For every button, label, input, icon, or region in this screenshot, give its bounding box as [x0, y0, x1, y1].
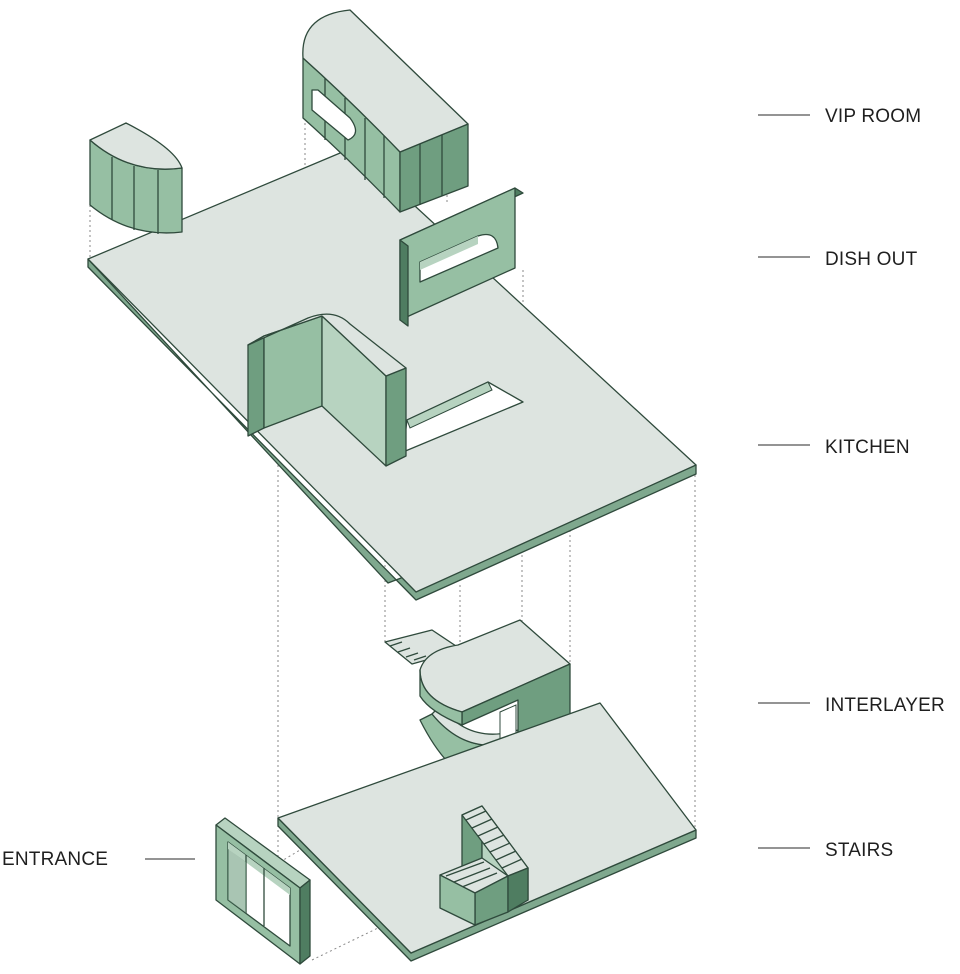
label-entrance: ENTRANCE [2, 849, 108, 870]
kitchen-slab [87, 147, 697, 601]
label-vip-room: VIP ROOM [825, 106, 921, 127]
vip-room-volume [302, 9, 469, 213]
label-stairs: STAIRS [825, 840, 893, 861]
entrance-frame [215, 817, 311, 965]
label-kitchen: KITCHEN [825, 437, 910, 458]
stairs-slab [277, 702, 697, 962]
projection-guides [89, 118, 696, 961]
vip-corner-block [89, 122, 183, 234]
leader-lines [145, 114, 810, 860]
label-interlayer: INTERLAYER [825, 695, 945, 716]
dish-out-panel [399, 187, 524, 327]
label-dish-out: DISH OUT [825, 249, 918, 270]
